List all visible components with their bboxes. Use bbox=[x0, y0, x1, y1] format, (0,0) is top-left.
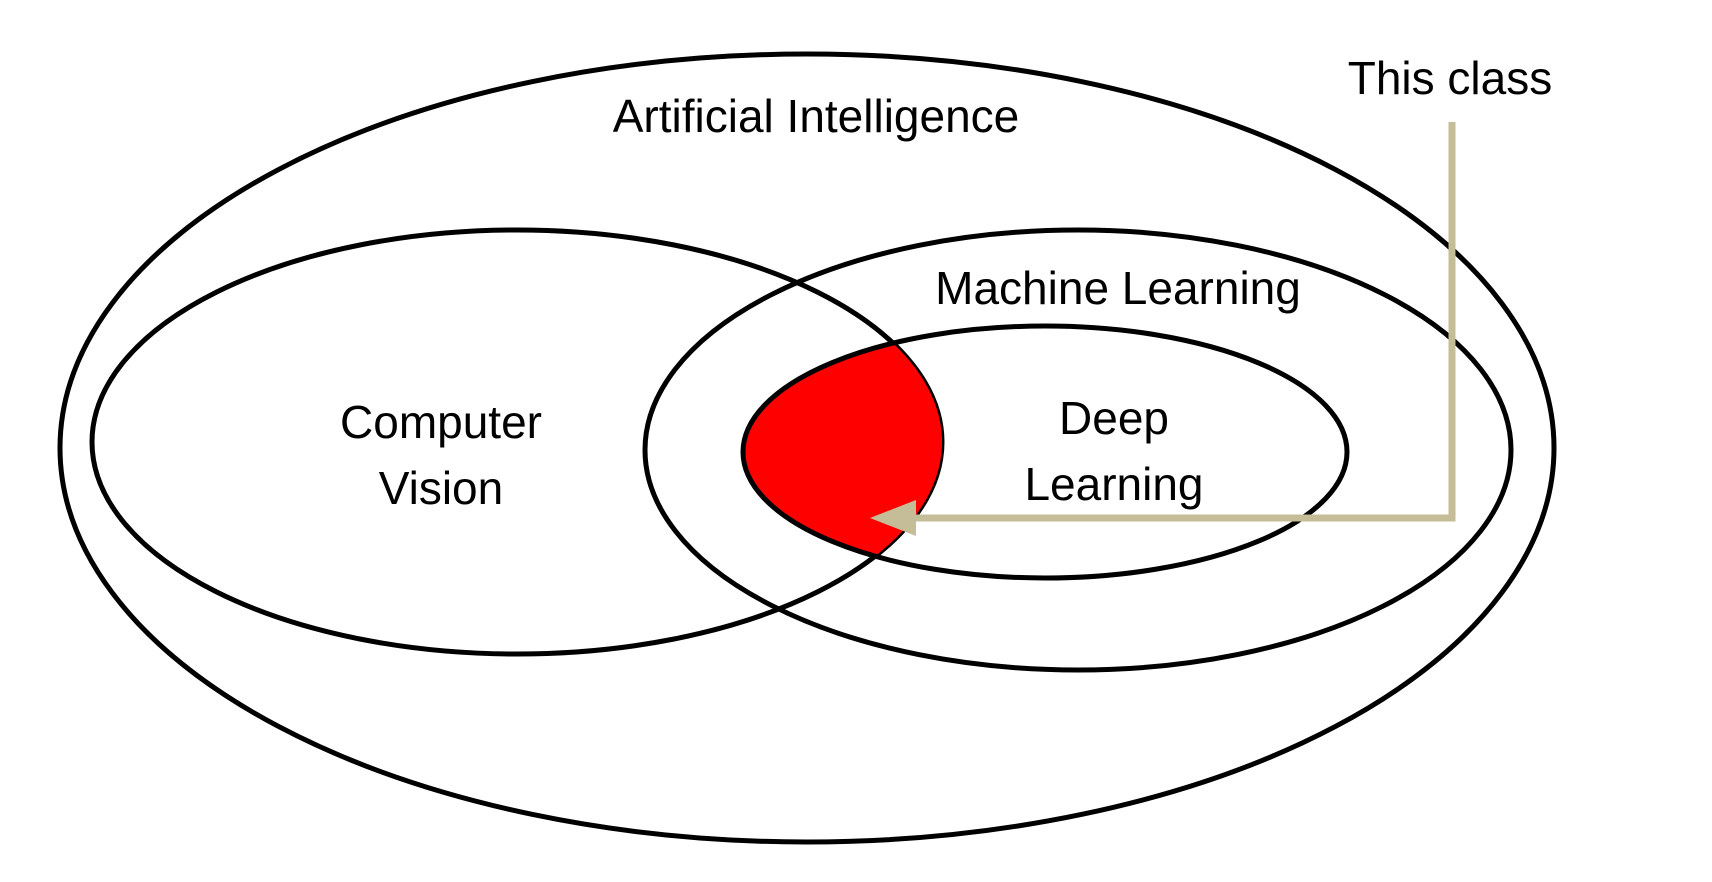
label-computer-vision-line1: Computer bbox=[340, 396, 542, 448]
this-class-pointer-line bbox=[912, 122, 1456, 522]
label-this-class: This class bbox=[1348, 52, 1552, 104]
artificial-intelligence-ellipse bbox=[57, 51, 1557, 845]
label-artificial-intelligence: Artificial Intelligence bbox=[613, 90, 1020, 142]
label-deep-learning-line1: Deep bbox=[1059, 392, 1169, 444]
deep-learning-ellipse bbox=[740, 323, 1350, 581]
this-class-arrowhead-icon bbox=[870, 500, 916, 536]
machine-learning-ellipse bbox=[642, 227, 1514, 673]
label-deep-learning-line2: Learning bbox=[1024, 458, 1203, 510]
label-computer-vision-line2: Vision bbox=[379, 462, 503, 514]
label-machine-learning: Machine Learning bbox=[935, 262, 1301, 314]
